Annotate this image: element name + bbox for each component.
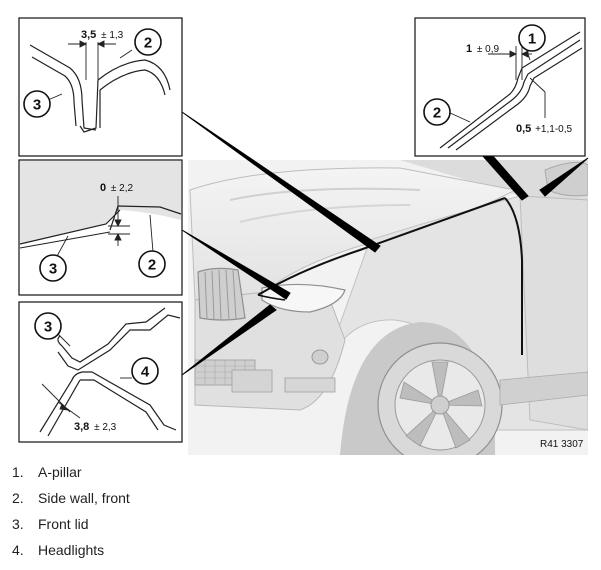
callout-bl-4: 4 bbox=[141, 364, 150, 381]
dim-ml-value: 0 bbox=[100, 182, 106, 194]
callout-ml-3: 3 bbox=[49, 261, 57, 278]
dim-tr-b-value: 0,5 bbox=[516, 123, 531, 135]
legend-item-label: Side wall, front bbox=[38, 490, 130, 506]
callout-circle bbox=[134, 28, 162, 56]
dim-tr-b-tolerance: +1,1-0,5 bbox=[535, 124, 572, 135]
callout-circle bbox=[138, 250, 166, 278]
callout-tl-3: 3 bbox=[33, 97, 41, 114]
callout-circle bbox=[23, 90, 51, 118]
car-render bbox=[188, 160, 588, 455]
callout-circle bbox=[34, 312, 62, 340]
reference-code: R41 3307 bbox=[540, 439, 584, 450]
callout-ml-2: 2 bbox=[148, 257, 156, 274]
legend-item-label: Headlights bbox=[38, 542, 105, 558]
detail-bottom-left: 3,8 ± 2,3 3 4 bbox=[18, 301, 183, 443]
dim-ml: 0 ± 2,2 bbox=[100, 182, 134, 194]
callout-circle bbox=[518, 24, 546, 52]
legend-item: 4. Headlights bbox=[12, 537, 592, 563]
parts-legend: 1. A-pillar 2. Side wall, front 3. Front li… bbox=[12, 459, 592, 563]
callout-circle bbox=[131, 357, 159, 385]
dim-tl: 3,5 ± 1,3 bbox=[81, 29, 124, 41]
detail-top-right: 1 ± 0,9 0,5 +1,1-0,5 1 2 bbox=[414, 17, 586, 157]
callout-tl-2: 2 bbox=[144, 35, 152, 52]
legend-item: 2. Side wall, front bbox=[12, 485, 592, 511]
legend-item-number: 2. bbox=[12, 490, 24, 506]
legend-item-number: 4. bbox=[12, 542, 24, 558]
callout-circle bbox=[423, 98, 451, 126]
callout-bl-3: 3 bbox=[44, 319, 52, 336]
leader-lines bbox=[181, 111, 589, 376]
legend-item: 3. Front lid bbox=[12, 511, 592, 537]
callout-tr-2: 2 bbox=[433, 105, 441, 122]
legend-item-label: A-pillar bbox=[38, 464, 82, 480]
dim-ml-tolerance: ± 2,2 bbox=[111, 183, 134, 194]
dim-bl-value: 3,8 bbox=[74, 421, 89, 433]
dim-tl-tolerance: ± 1,3 bbox=[101, 30, 124, 41]
dim-tr-a: 1 ± 0,9 bbox=[466, 43, 500, 55]
dim-bl-tolerance: ± 2,3 bbox=[94, 422, 117, 433]
dim-tr-a-tolerance: ± 0,9 bbox=[477, 44, 500, 55]
detail-mid-left: 0 ± 2,2 3 2 bbox=[18, 159, 183, 296]
callout-circle bbox=[39, 254, 67, 282]
callout-tr-1: 1 bbox=[528, 31, 536, 48]
dim-tl-value: 3,5 bbox=[81, 29, 96, 41]
car-gap-diagram: 3,5 ± 1,3 2 3 0 ± 2,2 3 bbox=[18, 17, 589, 455]
legend-item-number: 1. bbox=[12, 464, 24, 480]
legend-item: 1. A-pillar bbox=[12, 459, 592, 485]
dim-tr-a-value: 1 bbox=[466, 43, 472, 55]
detail-top-left: 3,5 ± 1,3 2 3 bbox=[18, 17, 183, 157]
dim-bl: 3,8 ± 2,3 bbox=[74, 421, 117, 433]
legend-item-number: 3. bbox=[12, 516, 24, 532]
legend-item-label: Front lid bbox=[38, 516, 89, 532]
dim-tr-b: 0,5 +1,1-0,5 bbox=[516, 123, 572, 135]
